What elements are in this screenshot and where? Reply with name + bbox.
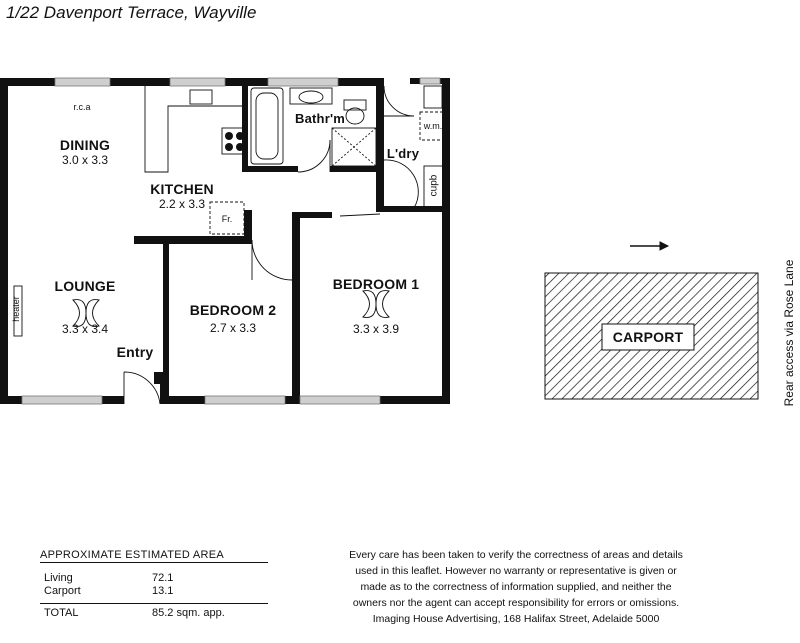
interior-walls — [134, 86, 446, 400]
ceiling-fan-icon — [72, 290, 390, 327]
area-value: 13.1 — [152, 585, 174, 597]
kitchen-bench — [144, 86, 247, 235]
room-lounge: LOUNGE — [40, 278, 130, 294]
area-row-carport: Carport 13.1 — [40, 585, 268, 598]
room-name: BEDROOM 1 — [332, 276, 420, 292]
area-value: 72.1 — [152, 572, 174, 584]
room-name: KITCHEN — [150, 181, 214, 197]
rca-label: r.c.a — [73, 102, 91, 112]
room-bedroom-1: BEDROOM 1 — [318, 276, 434, 292]
property-address-title: 1/22 Davenport Terrace, Wayville — [6, 3, 257, 22]
room-laundry: L'dry — [386, 146, 420, 161]
room-bathroom: Bathr'm — [295, 111, 345, 126]
area-total-label: TOTAL — [44, 607, 79, 619]
area-table-header: APPROXIMATE ESTIMATED AREA — [40, 549, 268, 563]
room-name: DINING — [59, 137, 111, 153]
disclaimer-line: Every care has been taken to verify the … — [349, 549, 683, 561]
room-dimensions: 2.2 x 3.3 — [158, 197, 206, 211]
room-name: BEDROOM 2 — [189, 302, 277, 318]
fridge-label: Fr. — [221, 214, 233, 224]
room-dining: DINING 3.0 x 3.3 — [40, 137, 130, 167]
area-label: Living — [44, 572, 73, 584]
area-summary-table: APPROXIMATE ESTIMATED AREA Living 72.1 C… — [40, 549, 268, 620]
heater-icon — [13, 285, 23, 337]
disclaimer-line: Imaging House Advertising, 168 Halifax S… — [372, 613, 660, 625]
carport-label: CARPORT — [612, 329, 684, 345]
arrow-right-icon — [630, 241, 670, 251]
room-dimensions-lounge: 3.3 x 3.4 — [61, 322, 109, 336]
disclaimer-text: Every care has been taken to verify the … — [336, 547, 696, 627]
area-row-living: Living 72.1 — [40, 572, 268, 585]
cupboard-label: cupb — [428, 174, 440, 197]
area-label: Carport — [44, 585, 81, 597]
washing-machine-label: w.m. — [423, 121, 443, 131]
disclaimer-line: used in this leaflet. However no warrant… — [355, 565, 677, 577]
room-entry: Entry — [116, 344, 154, 360]
heater-label: heater — [11, 296, 21, 322]
stove-icon — [225, 132, 244, 151]
bathroom-fixtures — [250, 87, 377, 167]
rear-access-note: Rear access via Rose Lane — [782, 259, 796, 407]
windows — [21, 77, 441, 405]
disclaimer-line: made as to the correctness of informatio… — [360, 581, 672, 593]
area-total-value: 85.2 sqm. app. — [152, 607, 225, 619]
door-swings — [123, 85, 419, 405]
room-dimensions: 3.0 x 3.3 — [61, 153, 109, 167]
room-kitchen: KITCHEN 2.2 x 3.3 — [134, 181, 230, 211]
room-dimensions: 2.7 x 3.3 — [209, 321, 257, 335]
disclaimer-line: owners nor the agent can accept responsi… — [352, 597, 680, 609]
room-name: LOUNGE — [54, 278, 116, 294]
room-dimensions-bedroom-1: 3.3 x 3.9 — [352, 322, 400, 336]
area-row-total: TOTAL 85.2 sqm. app. — [40, 603, 268, 620]
room-bedroom-2: BEDROOM 2 2.7 x 3.3 — [176, 302, 290, 335]
laundry-fixtures — [419, 85, 447, 209]
